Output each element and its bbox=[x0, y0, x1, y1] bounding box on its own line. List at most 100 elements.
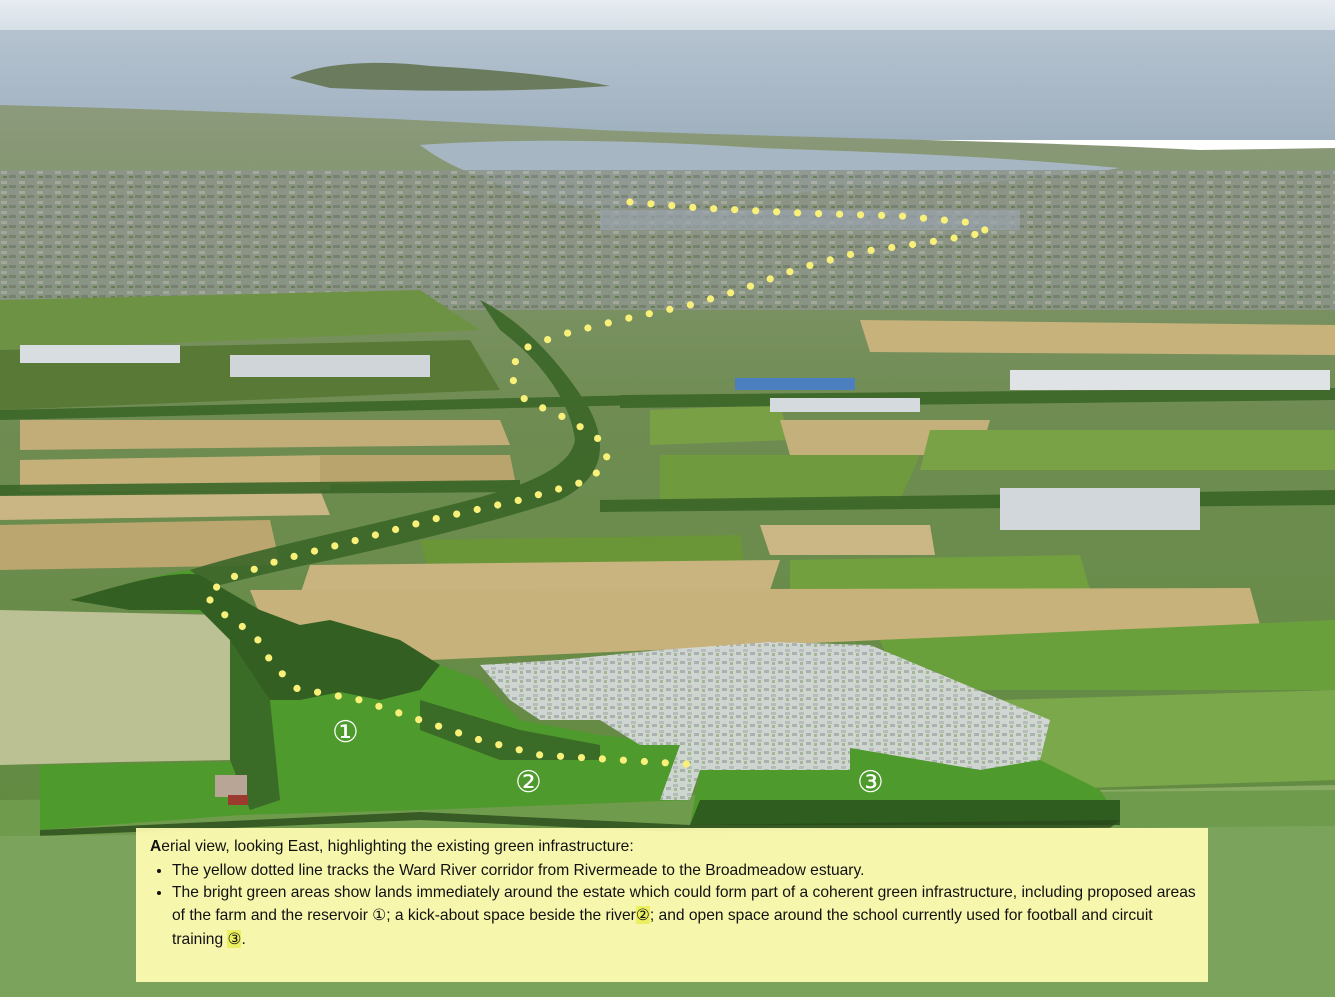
housing-estate bbox=[480, 642, 1050, 800]
river-dot bbox=[270, 558, 278, 566]
island bbox=[290, 62, 610, 91]
river-dot bbox=[534, 491, 543, 499]
river-dot bbox=[594, 434, 602, 442]
river-dot bbox=[981, 226, 989, 234]
river-dot bbox=[539, 404, 547, 412]
river-dot bbox=[544, 336, 552, 344]
caption-heading: Aerial view, looking East, highlighting … bbox=[150, 838, 634, 855]
river-dot bbox=[455, 729, 463, 737]
river-dot bbox=[826, 256, 834, 264]
river-dot bbox=[846, 250, 855, 259]
ward-river-dotted-line bbox=[206, 198, 989, 768]
river-dot bbox=[371, 531, 379, 539]
river-dot bbox=[919, 214, 928, 222]
river-dot bbox=[514, 496, 522, 504]
river-dot bbox=[773, 208, 781, 216]
river-dot bbox=[331, 542, 339, 550]
river-dot bbox=[619, 756, 628, 764]
river-dot bbox=[950, 234, 958, 242]
marker-2: ② bbox=[635, 906, 650, 925]
river-dot bbox=[524, 343, 532, 351]
river-dot bbox=[221, 611, 229, 619]
river-dot bbox=[432, 515, 440, 523]
river-dot bbox=[746, 282, 755, 290]
river-dot bbox=[710, 205, 718, 213]
area-2-label: ② bbox=[515, 765, 542, 800]
river-dot bbox=[509, 377, 517, 385]
river-dot bbox=[310, 547, 319, 555]
river-dot bbox=[392, 525, 400, 534]
river-dot bbox=[731, 206, 739, 214]
river-dot bbox=[375, 702, 383, 710]
river-dot bbox=[230, 572, 239, 581]
river-dot bbox=[661, 759, 669, 767]
river-dot bbox=[250, 565, 258, 573]
river-dot bbox=[786, 268, 794, 276]
caption-box: Aerial view, looking East, highlighting … bbox=[136, 828, 1208, 982]
river-dot bbox=[668, 202, 676, 210]
river-dot bbox=[909, 240, 917, 249]
river-dot bbox=[555, 485, 563, 493]
river-dot bbox=[666, 305, 674, 313]
river-dot bbox=[836, 210, 844, 218]
river-dot bbox=[794, 209, 802, 217]
river-dot bbox=[254, 636, 262, 644]
river-dot bbox=[536, 751, 544, 759]
caption-bullets: The yellow dotted line tracks the Ward R… bbox=[150, 860, 1198, 951]
river-dot bbox=[494, 501, 502, 509]
area-3-label: ③ bbox=[857, 765, 884, 800]
river-dot bbox=[415, 716, 423, 724]
pale-field-left bbox=[0, 610, 245, 765]
river-dot bbox=[511, 358, 519, 366]
river-dot bbox=[206, 596, 214, 604]
river-dot bbox=[645, 310, 653, 318]
river-dot bbox=[940, 216, 949, 224]
river-dot bbox=[290, 552, 298, 561]
river-dot bbox=[314, 688, 322, 696]
river-dot bbox=[686, 301, 695, 309]
river-dot bbox=[520, 395, 528, 403]
river-dot bbox=[888, 243, 896, 252]
river-dot bbox=[558, 412, 566, 420]
town-band bbox=[0, 170, 1335, 310]
river-dot bbox=[598, 755, 607, 763]
river-dot bbox=[453, 510, 461, 518]
river-dot bbox=[625, 314, 633, 322]
river-dot bbox=[556, 752, 565, 760]
river-dot bbox=[355, 696, 363, 704]
river-dot bbox=[575, 479, 583, 487]
river-dot bbox=[640, 757, 649, 766]
river-dot bbox=[961, 218, 969, 226]
river-dot bbox=[435, 722, 443, 730]
area-1-label: ① bbox=[332, 715, 359, 750]
river-dot bbox=[577, 754, 586, 762]
river-dot bbox=[412, 520, 420, 528]
tree-belts bbox=[0, 300, 1335, 590]
river-dot bbox=[564, 329, 572, 337]
river-dot bbox=[395, 709, 403, 717]
river-dot bbox=[689, 203, 697, 211]
river-dot bbox=[752, 207, 760, 215]
river-dot bbox=[929, 237, 938, 245]
caption-bullet-1: The yellow dotted line tracks the Ward R… bbox=[172, 860, 1198, 882]
river-dot bbox=[293, 684, 301, 693]
river-dot bbox=[971, 230, 979, 239]
marker-1: ① bbox=[372, 906, 387, 925]
river-dot bbox=[603, 453, 611, 461]
river-dot bbox=[867, 246, 875, 254]
river-dot bbox=[584, 324, 592, 332]
caption-bullet-2: The bright green areas show lands immedi… bbox=[172, 882, 1198, 950]
river-dot bbox=[515, 746, 523, 754]
river-dot bbox=[473, 505, 481, 514]
marker-3: ③ bbox=[227, 929, 242, 948]
river-dot bbox=[474, 735, 483, 744]
river-dot bbox=[495, 741, 503, 749]
river-dot bbox=[806, 261, 814, 269]
river-dot bbox=[706, 295, 715, 303]
river-dot bbox=[899, 212, 907, 220]
river-dot bbox=[351, 537, 359, 545]
river-dot bbox=[278, 670, 286, 678]
river-dot bbox=[576, 423, 584, 431]
river-dot bbox=[647, 200, 655, 208]
